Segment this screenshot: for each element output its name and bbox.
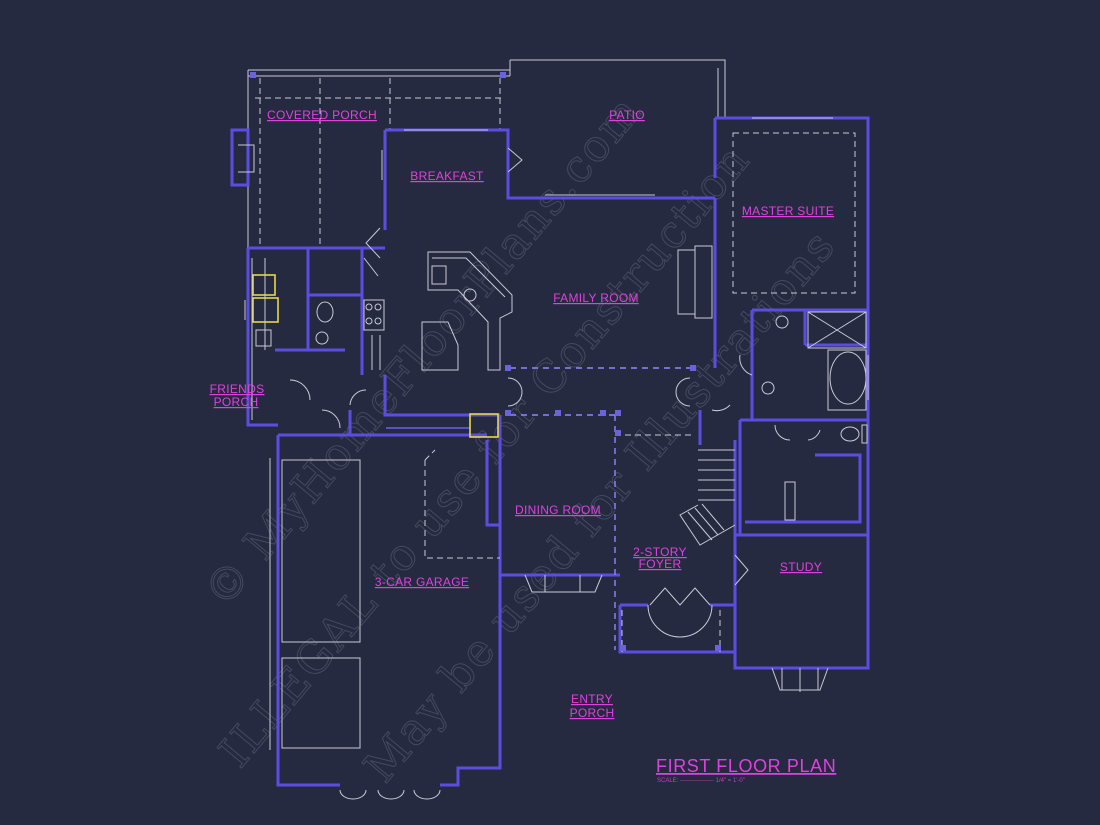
beam-lines xyxy=(424,132,856,652)
label-patio: PATIO xyxy=(609,108,645,122)
kitchen-island xyxy=(421,321,459,371)
label-entry-porch-2: PORCH xyxy=(570,706,615,720)
label-foyer-1: 2-STORY xyxy=(633,545,687,559)
label-covered-porch: COVERED PORCH xyxy=(267,108,377,122)
label-friends-porch-2: PORCH xyxy=(214,395,259,409)
covered-porch-area xyxy=(230,69,510,250)
room-labels: COVERED PORCH PATIO BREAKFAST MASTER SUI… xyxy=(210,108,834,720)
label-family-room: FAMILY ROOM xyxy=(553,291,639,305)
label-breakfast: BREAKFAST xyxy=(410,169,484,183)
patio-area xyxy=(509,59,726,118)
plan-scale: SCALE: ----------------- 1/4" = 1'-0" xyxy=(657,778,745,784)
title-block: FIRST FLOOR PLAN SCALE: ----------------… xyxy=(656,756,836,784)
label-master-suite: MASTER SUITE xyxy=(742,204,834,218)
label-study: STUDY xyxy=(780,560,822,574)
label-entry-porch-1: ENTRY xyxy=(571,692,613,706)
label-foyer-2: FOYER xyxy=(639,557,682,571)
label-garage: 3-CAR GARAGE xyxy=(375,575,469,589)
walls xyxy=(246,116,870,787)
watermark: © MyHomeFloorPlans.com ILLEGAL to use fo… xyxy=(194,85,846,792)
label-dining-room: DINING ROOM xyxy=(515,503,601,517)
label-friends-porch-1: FRIENDS xyxy=(210,382,265,396)
plan-title: FIRST FLOOR PLAN xyxy=(656,756,836,776)
fixtures xyxy=(244,117,869,800)
